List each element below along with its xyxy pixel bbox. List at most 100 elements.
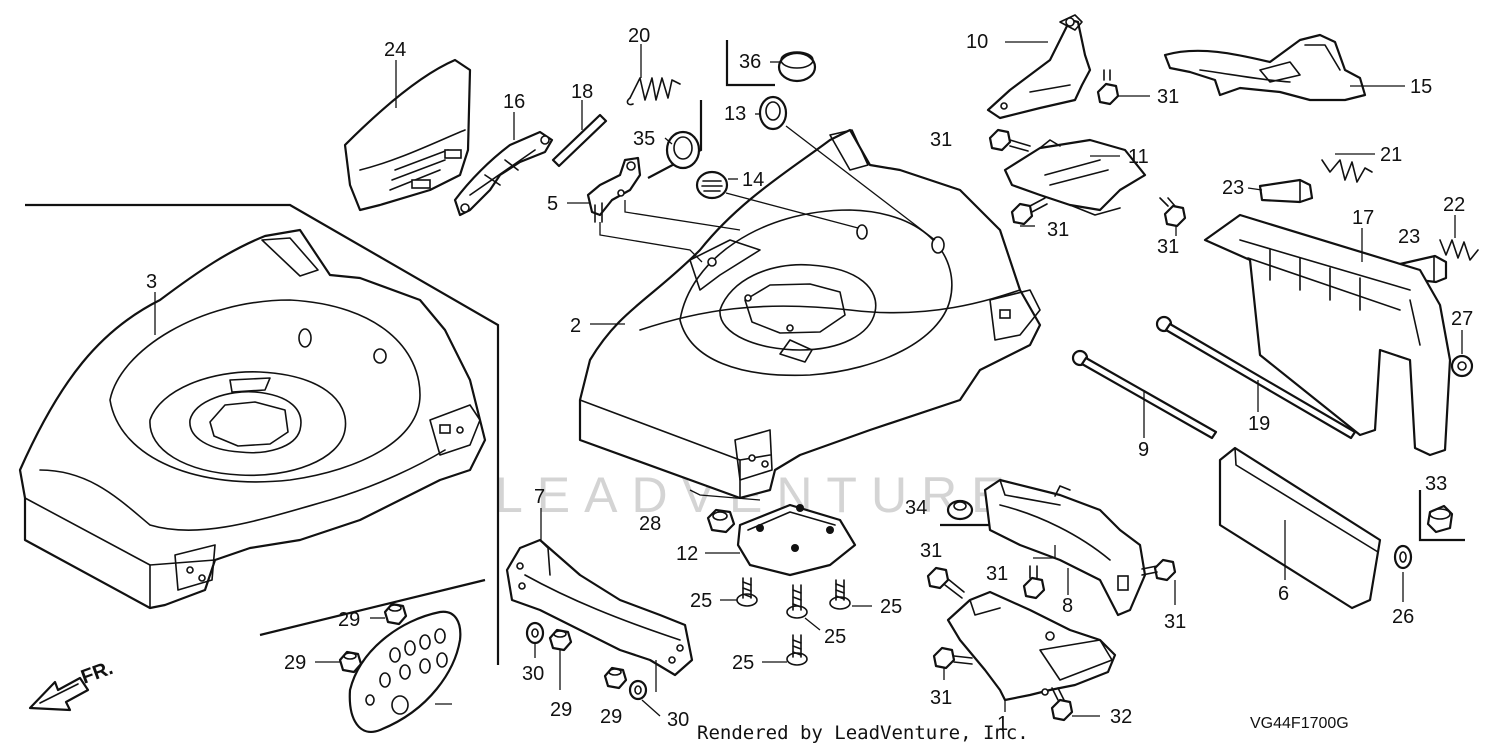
callout-29d: 29 [600,706,622,728]
callout-7: 7 [534,486,545,508]
leader-23a [1247,187,1263,191]
callout-31a: 31 [1157,86,1179,108]
callout-29c: 29 [550,699,572,721]
callout-11: 11 [1128,146,1149,168]
callout-25a: 25 [690,590,712,612]
part-29-nut-a [383,602,408,626]
part-36-frame [259,578,486,637]
callout-20: 20 [628,25,650,47]
part-26-washer [1393,544,1413,570]
callout-31d: 31 [1157,236,1179,258]
callout-9: 9 [1138,439,1149,461]
callout-8: 8 [1062,595,1073,617]
leader-13-to-deck [785,125,936,241]
part-9-rod [1071,349,1218,440]
leader-25b [804,617,821,631]
callout-12: 12 [676,543,698,565]
part-25-bolt-c [829,579,851,610]
part-31-bolt-g [1141,558,1177,582]
part-14-plug [695,170,729,200]
leader-30b [641,699,661,717]
diagram-code: VG44F1700G [1250,715,1349,732]
callout-24: 24 [384,39,406,61]
callout-25b: 25 [880,596,902,618]
part-31-bolt-h [932,646,973,670]
callout-21: 21 [1380,144,1402,166]
callout-6: 6 [1278,583,1289,605]
leader-34 [664,137,673,145]
part-7-side-plate [505,538,694,677]
callout-29a: 29 [338,609,360,631]
part-12-ring [736,503,857,577]
part-31-bolt-f [1022,565,1046,600]
part-15-handle [1163,33,1367,102]
callout-31f: 31 [986,563,1008,585]
part-25-bolt-d [786,634,808,666]
part-34-bushing [665,130,701,170]
callout-27: 27 [1451,308,1473,330]
part-8-guard [983,478,1147,617]
callout-25c: 25 [824,626,846,648]
callout-23b: 23 [1398,226,1420,248]
mower-deck-left [18,228,487,610]
part-35-cap [777,51,817,83]
leader-31-to-8 [1033,545,1056,559]
callout-13: 13 [724,103,746,125]
part-27-nut [1450,354,1474,378]
part-31-bolt-i [1050,687,1074,722]
callout-31e: 31 [920,540,942,562]
part-31-bolt-d [1159,197,1187,228]
part-29-nut-b [338,650,363,674]
leader-5b-to-deck [624,200,741,231]
part-5-bracket [586,156,642,223]
callout-22: 22 [1443,194,1465,216]
deck-group-frame [25,203,500,665]
callout-31h: 31 [930,687,952,709]
part-19-rod [1155,315,1357,440]
part-32-frame [1418,490,1465,542]
callout-30b: 30 [667,709,689,731]
part-18-rod [551,113,608,168]
callout-19: 19 [1248,413,1270,435]
part-30-washer-a [525,621,545,645]
callout-33: 34 [905,497,927,519]
part-36-shield [348,610,462,733]
callout-34: 35 [633,128,655,150]
part-35-frame [725,40,775,87]
callout-1: 1 [997,713,1008,735]
part-33-nut [946,499,974,521]
callout-2: 2 [570,315,581,337]
part-31-bolt-e [926,566,965,599]
callout-28: 28 [639,513,661,535]
part-29-nut-c [548,628,573,652]
part-23-clip-top [1258,178,1314,204]
part-10-bracket [986,14,1092,120]
callout-17: 17 [1352,207,1374,229]
part-6-flap [1218,446,1382,610]
callout-3: 3 [146,271,157,293]
leader-5-to-deck [599,222,703,263]
part-17-rear-guard [1203,213,1452,457]
part-34-frame [647,100,703,179]
mower-deck-center [578,128,1042,500]
part-29-nut-d [603,666,628,690]
part-20-spring [626,77,681,106]
callout-31i: 32 [1110,706,1132,728]
callout-16: 16 [503,91,525,113]
credit-text: Rendered by LeadVenture, Inc. [697,722,1029,744]
callout-14: 14 [742,169,764,191]
callout-18: 18 [571,81,593,103]
part-13-grommet [758,95,788,131]
part-25-bolt-a [736,577,758,607]
part-30-washer-b [628,679,648,701]
part-28-nut [706,508,736,534]
callout-30a: 30 [522,663,544,685]
callout-5: 5 [547,193,558,215]
part-16-lever [453,130,554,217]
part-22-spring [1439,239,1479,261]
part-31-bolt-b [988,128,1031,152]
callout-15: 15 [1410,76,1432,98]
callout-29b: 29 [284,652,306,674]
part-24-cover [343,58,472,212]
